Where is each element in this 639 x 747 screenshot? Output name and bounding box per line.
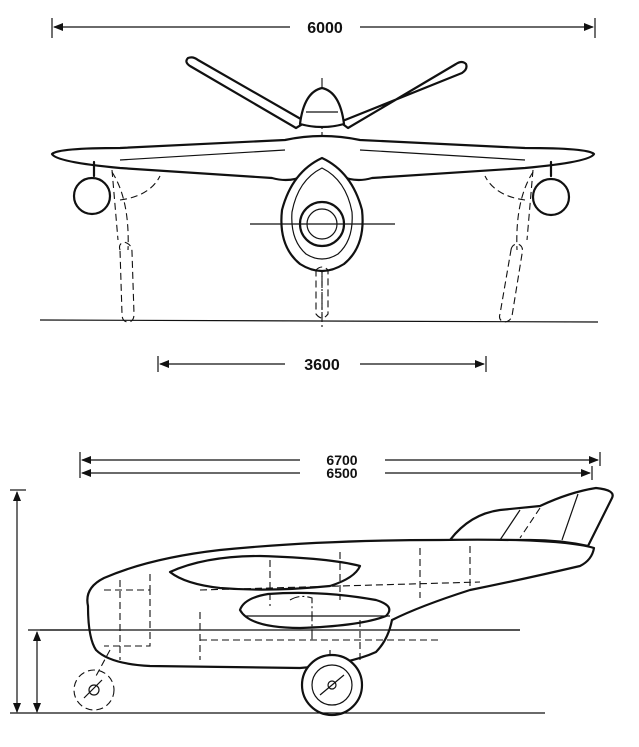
- cockpit-canopy-front: [298, 86, 346, 129]
- v-tail-fins: [185, 56, 468, 130]
- fuselage-length-dimension: 6500: [81, 465, 593, 481]
- nose-gear-front: [315, 266, 329, 319]
- wingtip-store-right: [531, 160, 571, 217]
- cockpit-canopy-side: [168, 554, 362, 591]
- span-dimension: 6000: [51, 18, 596, 38]
- height-dimension: [10, 489, 26, 713]
- track-dimension-label: 3600: [304, 357, 340, 374]
- main-gear-right: [484, 169, 534, 323]
- internal-structure: [40, 546, 520, 660]
- main-gear-left: [111, 169, 161, 323]
- span-dimension-label: 6000: [307, 20, 343, 37]
- track-dimension: 3600: [157, 356, 487, 374]
- fuselage-length-label: 6500: [326, 465, 357, 481]
- main-gear-side: [300, 650, 364, 717]
- ground-line-front: [39, 319, 599, 323]
- wingtip-store-left: [72, 160, 112, 216]
- overall-length-label: 6700: [326, 452, 357, 468]
- overall-length-dimension: 6700: [79, 452, 601, 478]
- tail-fin-side: [448, 486, 614, 548]
- side-view: 6700 6500: [10, 452, 614, 717]
- nose-gear-side: [73, 649, 115, 711]
- front-view: 6000: [39, 18, 599, 374]
- engine-pod-side: [238, 591, 391, 630]
